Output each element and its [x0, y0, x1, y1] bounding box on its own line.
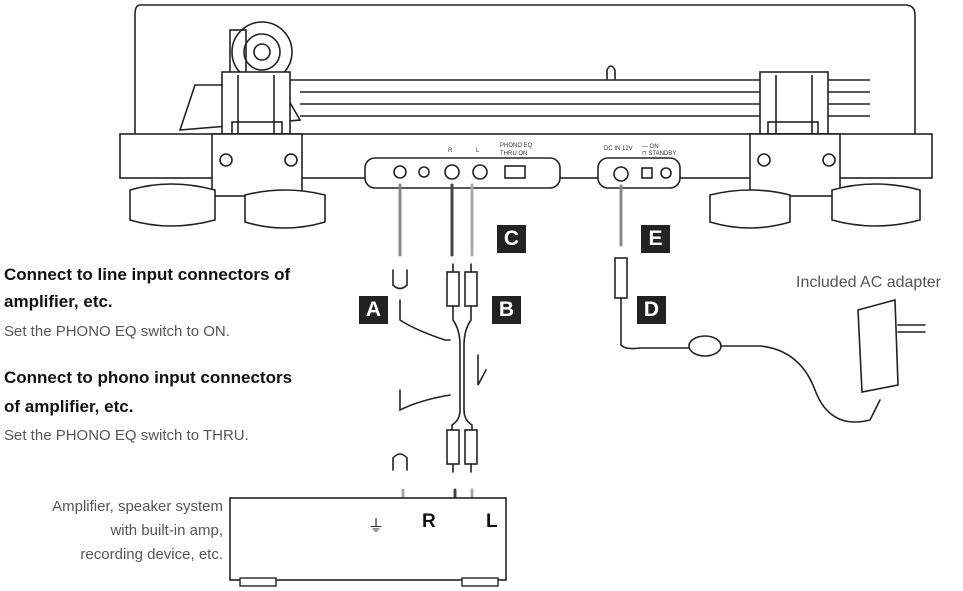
line-input-heading-1: Connect to line input connectors of — [4, 265, 291, 284]
label-d: D — [637, 296, 666, 324]
amplifier-line-2: with built-in amp, — [110, 522, 223, 539]
dc-in-label: DC IN 12V — [604, 146, 633, 152]
phono-eq-label: PHONO EQ — [500, 143, 533, 149]
left-hinge — [221, 71, 291, 135]
spindle — [606, 65, 616, 80]
dc-in-panel — [597, 157, 681, 189]
ground-terminal — [393, 165, 407, 179]
ac-adapter — [857, 298, 899, 393]
line-input-heading-2: amplifier, etc. — [4, 292, 113, 311]
right-hinge — [759, 71, 829, 135]
label-e: E — [641, 225, 670, 253]
power-on-label: — ON — [642, 144, 659, 150]
power-switch — [641, 167, 653, 179]
panel-l-badge: L — [476, 148, 480, 154]
amplifier-r-label: R — [422, 511, 436, 532]
dc-in-jack — [613, 166, 629, 182]
turntable-feet — [129, 183, 921, 229]
amplifier-box — [229, 497, 507, 581]
line-input-note: Set the PHONO EQ switch to ON. — [4, 323, 230, 340]
l-output-jack — [472, 164, 488, 180]
panel-r-badge: R — [448, 148, 453, 154]
phono-eq-switch — [504, 165, 526, 179]
amplifier-ground-symbol: ⏚ — [368, 518, 385, 535]
amplifier-line-3: recording device, etc. — [80, 546, 223, 563]
phono-input-heading-1: Connect to phono input connectors — [4, 368, 293, 387]
label-c: C — [497, 225, 526, 253]
label-b: B — [492, 296, 521, 324]
phono-eq-positions: THRU ON — [500, 151, 527, 157]
flow-arrow — [477, 354, 487, 386]
amplifier-line-1: Amplifier, speaker system — [52, 498, 223, 515]
r-output-jack — [444, 164, 460, 180]
ac-adapter-label: Included AC adapter — [796, 274, 941, 291]
label-a: A — [359, 296, 388, 324]
rca-cable — [446, 263, 478, 473]
amplifier-description: Amplifier, speaker system with built-in … — [8, 495, 223, 567]
phono-input-heading-2: of amplifier, etc. — [4, 397, 134, 416]
ground-wire — [399, 299, 451, 341]
phono-input-note: Set the PHONO EQ switch to THRU. — [4, 427, 249, 444]
amplifier-l-label: L — [486, 511, 498, 532]
power-standby-label: ⊓ STANDBY — [642, 151, 676, 157]
dc-cable — [614, 257, 881, 423]
